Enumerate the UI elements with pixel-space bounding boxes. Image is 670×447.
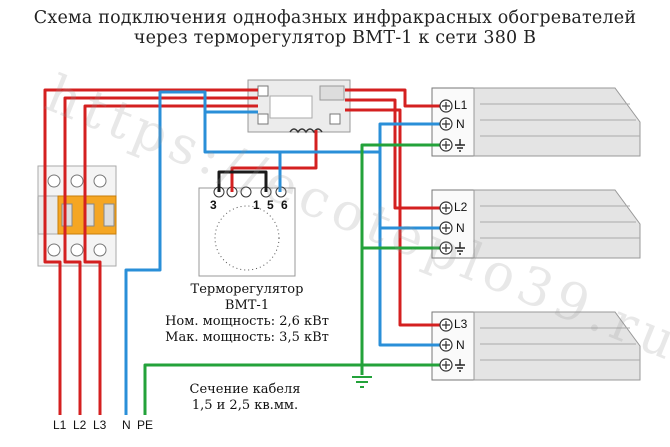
thermostat-terminal-5: 5: [267, 198, 274, 212]
wire-neutral-h3: [378, 228, 440, 347]
thermostat-spec: Терморегулятор ВМТ-1 Ном. мощность: 2,6 …: [152, 282, 342, 346]
wire-l1: [43, 88, 258, 415]
wire-l2: [63, 96, 258, 415]
wire-phase-h2: [345, 98, 440, 210]
label-l3: L3: [93, 418, 107, 432]
label-l2: L2: [73, 418, 87, 432]
heater1-phase-label: L1: [454, 98, 468, 112]
wire-control-red: [230, 130, 318, 192]
circuit-breaker: [37, 165, 117, 267]
heater-2: [431, 189, 641, 259]
wire-control-black: [217, 170, 268, 192]
heater-1: [431, 87, 641, 157]
thermostat-terminal-1: 1: [253, 198, 260, 212]
wire-l3: [83, 104, 258, 415]
contactor-module: [247, 79, 351, 134]
heater1-neutral-label: N: [456, 117, 465, 131]
diagram-title-line1: Схема подключения однофазных инфракрасны…: [33, 8, 637, 28]
thermostat-name: Терморегулятор: [190, 282, 304, 297]
wire-ground: [143, 363, 362, 415]
cable-spec: Сечение кабеля 1,5 и 2,5 кв.мм.: [160, 382, 330, 414]
diagram-title-line2: через терморегулятор ВМТ-1 к сети 380 В: [133, 28, 537, 48]
wire-phase-h1: [345, 88, 440, 108]
label-pe: PE: [137, 418, 154, 432]
thermostat-model: ВМТ-1: [224, 298, 270, 313]
thermostat-max-power: Мак. мощность: 3,5 кВт: [165, 330, 329, 345]
wire-ground-bus: [360, 143, 440, 375]
ground-symbol: [352, 376, 372, 388]
label-l1: L1: [53, 418, 67, 432]
heater2-neutral-label: N: [456, 221, 465, 235]
cable-spec-line1: Сечение кабеля: [189, 382, 301, 397]
label-n: N: [122, 418, 131, 432]
heater3-neutral-label: N: [456, 338, 465, 352]
thermostat-terminal-3: 3: [210, 198, 217, 212]
thermostat-nom-power: Ном. мощность: 2,6 кВт: [165, 314, 329, 329]
wire-phase-h3: [345, 108, 440, 327]
heater2-phase-label: L2: [454, 200, 468, 214]
thermostat-terminal-6: 6: [281, 198, 288, 212]
thermostat-body: [198, 186, 296, 277]
earth-icon: [455, 139, 465, 372]
cable-spec-line2: 1,5 и 2,5 кв.мм.: [191, 398, 299, 413]
heater3-phase-label: L3: [454, 317, 468, 331]
wire-neutral-bus: [203, 112, 282, 192]
